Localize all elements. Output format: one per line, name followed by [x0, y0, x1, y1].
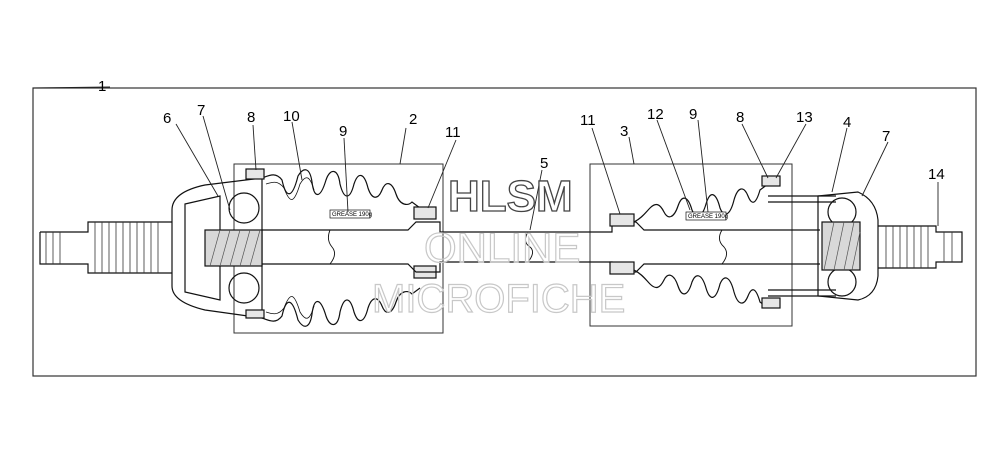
left-boot-top [261, 169, 421, 209]
left-cv-hatch [209, 229, 261, 267]
callout-9-right: 9 [689, 106, 697, 123]
callout-14: 14 [928, 166, 945, 183]
shaft-break-mid [525, 231, 533, 263]
callout-9-left: 9 [339, 123, 347, 140]
right-joint-hatch [823, 221, 861, 271]
right-joint-housing [817, 191, 879, 301]
callout-12: 12 [647, 106, 664, 123]
watermark-line1: HLSM [448, 172, 573, 221]
shaft-break-left [327, 229, 335, 265]
right-outer-clamp-top [761, 175, 781, 187]
callout-3: 3 [620, 123, 628, 140]
right-joint-tube [768, 195, 836, 297]
callout-1: 1 [98, 78, 106, 95]
callout-7-right: 7 [882, 128, 890, 145]
center-shaft [262, 221, 820, 273]
left-outer-clamp-bottom [245, 309, 265, 319]
left-boot-inner-bottom [265, 296, 315, 319]
right-inner-clamp-bottom [609, 261, 635, 275]
callout-2: 2 [409, 111, 417, 128]
callout-8-left: 8 [247, 109, 255, 126]
shaft-drawing [39, 168, 963, 327]
left-inner-clamp-top [413, 206, 437, 220]
right-inner-clamp-top [609, 213, 635, 227]
left-cv-cage [204, 229, 263, 267]
right-joint-ball-bottom [827, 267, 857, 297]
assembly-frame [32, 87, 977, 377]
right-outer-clamp-bottom [761, 297, 781, 309]
right-spline-end [878, 225, 963, 269]
callout-6: 6 [163, 110, 171, 127]
left-spline-teeth [45, 222, 159, 273]
left-grease-label: GREASE 190g [332, 212, 372, 218]
leader-lines [32, 86, 939, 231]
right-joint-spider [821, 221, 861, 271]
detail-box-right [589, 163, 793, 327]
callout-11-left: 11 [445, 124, 461, 141]
right-boot-bottom [633, 269, 769, 309]
callout-5: 5 [540, 155, 548, 172]
callout-4: 4 [843, 114, 851, 131]
callout-7-left: 7 [197, 102, 205, 119]
watermark-line2: ONLINE [424, 224, 580, 271]
callout-8-right: 8 [736, 109, 744, 126]
shaft-break-right [719, 229, 727, 265]
left-grease-tag [329, 209, 371, 219]
right-grease-label: GREASE 190g [688, 214, 728, 220]
right-spline-teeth [885, 226, 953, 268]
left-boot-inner-top [265, 177, 315, 200]
left-cv-ball-bottom [228, 272, 260, 304]
left-outer-clamp-top [245, 168, 265, 180]
left-cv-inner [184, 195, 221, 301]
callout-10: 10 [283, 108, 300, 125]
callout-11-right: 11 [580, 112, 596, 129]
callout-13: 13 [796, 109, 813, 126]
left-boot-bottom [261, 287, 421, 327]
right-grease-tag [685, 211, 727, 221]
watermark-line3: MICROFICHE [372, 277, 625, 321]
